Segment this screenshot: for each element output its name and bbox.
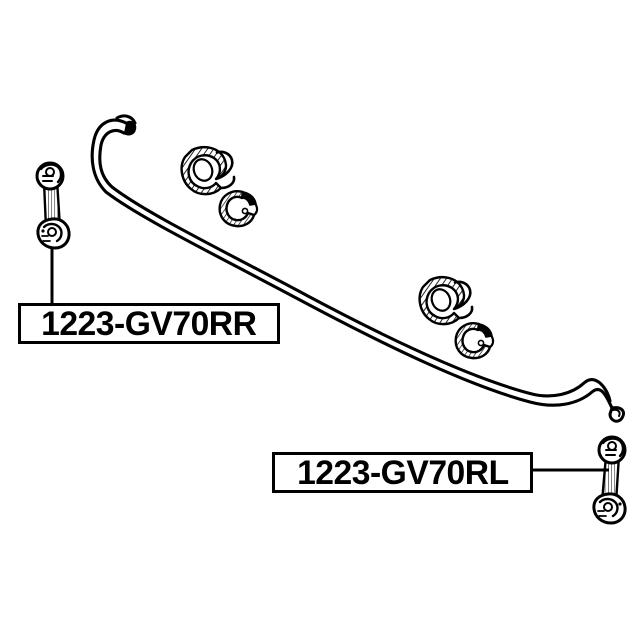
part-number-text-rl: 1223-GV70RL	[296, 453, 509, 492]
right-bushing-bracket	[418, 276, 474, 326]
lower-right-stabilizer-link	[592, 435, 627, 525]
left-bushing	[218, 190, 259, 228]
left-bushing-bracket	[180, 146, 236, 196]
part-number-label-rr: 1223-GV70RR	[18, 303, 280, 344]
part-number-text-rr: 1223-GV70RR	[41, 304, 257, 343]
part-number-label-rl: 1223-GV70RL	[272, 452, 533, 493]
right-bushing	[454, 322, 495, 360]
upper-left-stabilizer-link	[35, 161, 71, 258]
stabilizer-bar	[90, 114, 626, 423]
